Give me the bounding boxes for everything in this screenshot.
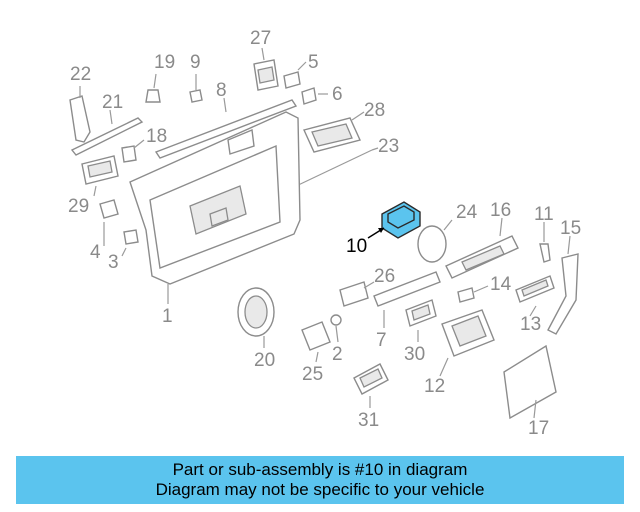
callout-11: 11 — [534, 204, 554, 225]
callout-12: 12 — [424, 376, 445, 397]
part-29 — [81, 155, 119, 197]
part-21 — [70, 109, 144, 156]
callout-5: 5 — [308, 52, 319, 73]
part-1-door-panel — [129, 111, 301, 304]
part-25 — [301, 321, 331, 363]
callout-9: 9 — [190, 52, 201, 73]
part-23 — [291, 147, 379, 189]
part-26 — [339, 281, 375, 307]
part-3 — [121, 229, 139, 257]
part-6 — [301, 87, 328, 105]
part-12 — [439, 309, 495, 377]
banner-line-2: Diagram may not be specific to your vehi… — [155, 480, 485, 499]
part-31 — [353, 363, 389, 408]
callout-4: 4 — [90, 242, 101, 263]
callout-16: 16 — [490, 200, 511, 221]
part-20 — [237, 287, 275, 348]
part-5 — [283, 61, 307, 89]
banner-line-1: Part or sub-assembly is #10 in diagram — [172, 460, 468, 479]
callout-29: 29 — [68, 196, 89, 217]
callout-25: 25 — [302, 364, 323, 385]
callout-10: 10 — [346, 236, 367, 257]
part-24 — [417, 219, 453, 263]
callout-18: 18 — [146, 126, 167, 147]
part-13 — [515, 275, 555, 317]
part-30 — [405, 299, 437, 342]
part-22 — [69, 86, 91, 143]
part-10-highlighted — [367, 201, 421, 239]
part-17 — [503, 344, 557, 420]
part-14 — [457, 285, 489, 303]
callout-26: 26 — [374, 266, 395, 287]
callout-14: 14 — [490, 274, 512, 295]
callout-17: 17 — [528, 418, 549, 439]
part-27 — [253, 47, 279, 91]
part-18 — [121, 139, 145, 163]
part-4 — [99, 199, 119, 246]
info-banner: Part or sub-assembly is #10 in diagram D… — [16, 456, 624, 504]
part-2 — [330, 314, 342, 343]
callout-19: 19 — [154, 52, 175, 73]
part-11 — [539, 222, 551, 263]
callout-8: 8 — [216, 80, 227, 101]
parts-diagram: 22 21 19 9 8 27 5 6 28 18 23 29 4 3 1 10… — [68, 28, 581, 439]
callout-31: 31 — [358, 410, 379, 431]
part-9 — [189, 74, 203, 103]
part-28 — [303, 111, 365, 153]
callout-13: 13 — [520, 314, 541, 335]
callout-20: 20 — [254, 350, 275, 371]
callout-22: 22 — [70, 64, 91, 85]
part-15 — [547, 235, 579, 335]
callout-23: 23 — [378, 136, 399, 157]
callout-7: 7 — [376, 330, 387, 351]
part-7 — [373, 271, 441, 328]
callout-27: 27 — [250, 28, 271, 49]
callout-28: 28 — [364, 100, 385, 121]
part-8 — [154, 97, 298, 159]
part-19 — [145, 73, 161, 103]
callout-3: 3 — [108, 252, 119, 273]
callout-1: 1 — [162, 306, 173, 327]
callout-15: 15 — [560, 218, 581, 239]
callout-2: 2 — [332, 344, 343, 365]
callout-21: 21 — [102, 92, 123, 113]
part-16 — [445, 217, 519, 279]
callout-30: 30 — [404, 344, 425, 365]
callout-24: 24 — [456, 202, 478, 223]
callout-6: 6 — [332, 84, 343, 105]
